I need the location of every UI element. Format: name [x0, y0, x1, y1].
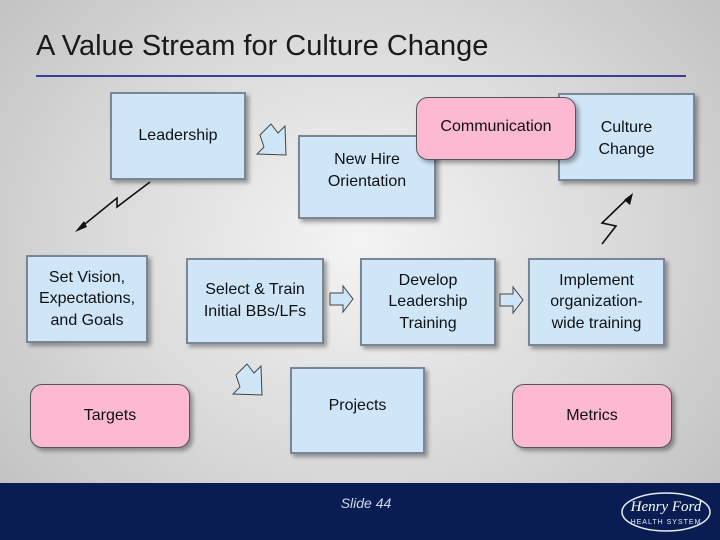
leadership-label: Leadership [138, 127, 218, 145]
communication-box: Communication [416, 97, 576, 160]
footer-bar: Slide 44 Henry Ford HEALTH SYSTEM [0, 483, 720, 540]
communication-label: Communication [440, 117, 552, 135]
arrow-to-projects-icon [231, 363, 263, 396]
select-train-box: Select & Train Initial BBs/LFs [186, 258, 324, 344]
slide-number: Slide 44 [340, 495, 392, 511]
implement-training-label: Implement organization-wide training [550, 271, 643, 332]
targets-label: Targets [83, 407, 137, 425]
leadership-box: Leadership [110, 92, 246, 180]
develop-leadership-box: Develop Leadership Training [360, 258, 496, 346]
new-hire-orientation-label: New Hire Orientation [327, 151, 407, 190]
set-vision-label: Set Vision, Expectations, and Goals [38, 268, 136, 329]
title-underline [36, 75, 686, 77]
svg-text:Henry Ford: Henry Ford [630, 499, 702, 515]
arrow-leadership-to-new-hire-icon [255, 123, 287, 156]
targets-box: Targets [30, 384, 190, 448]
slide-title: A Value Stream for Culture Change [36, 30, 489, 62]
culture-change-box: Culture Change [558, 93, 695, 181]
set-vision-box: Set Vision, Expectations, and Goals [26, 255, 148, 343]
arrow-develop-to-implement-icon [499, 285, 524, 315]
metrics-label: Metrics [566, 407, 618, 425]
projects-box: Projects [290, 367, 425, 454]
henry-ford-logo: Henry Ford HEALTH SYSTEM [621, 492, 711, 532]
metrics-box: Metrics [512, 384, 672, 448]
develop-leadership-label: Develop Leadership Training [388, 271, 468, 332]
lightning-bolt-right-head-icon [624, 193, 633, 205]
lightning-bolt-left-head-icon [75, 221, 87, 232]
select-train-label: Select & Train Initial BBs/LFs [203, 281, 307, 320]
svg-text:HEALTH SYSTEM: HEALTH SYSTEM [631, 519, 702, 526]
projects-label: Projects [328, 396, 387, 414]
implement-training-box: Implement organization-wide training [528, 258, 665, 346]
arrow-select-to-develop-icon [329, 284, 354, 314]
culture-change-label: Culture Change [598, 119, 655, 158]
lightning-bolt-left-icon [79, 181, 151, 229]
lightning-bolt-right-icon [600, 196, 630, 245]
new-hire-orientation-box: New Hire Orientation [298, 135, 436, 219]
